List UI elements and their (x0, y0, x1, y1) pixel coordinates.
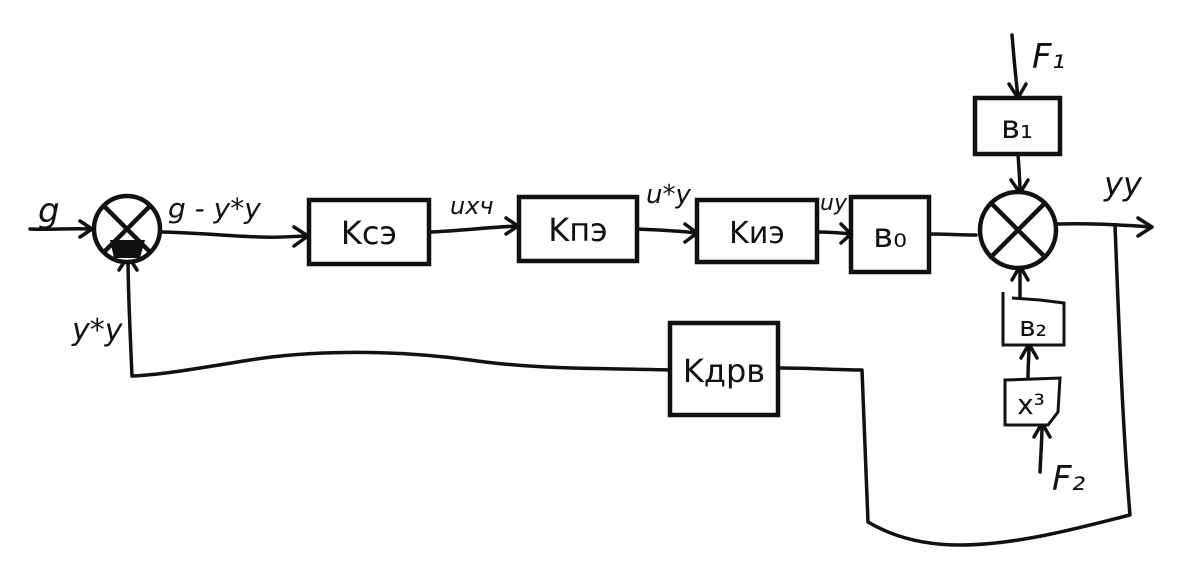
disturbance-f2-label: F₂ (1052, 459, 1086, 499)
signal-input-label: g (38, 191, 60, 231)
signal-uy-star-label: u*у (646, 180, 691, 210)
signal-output-label: yу (1103, 165, 1143, 203)
wire-ux (428, 224, 520, 234)
block-x-3-label: x³ (1017, 388, 1045, 421)
block-k-se: Kсэ (306, 197, 432, 267)
wire-b0-out (928, 232, 978, 237)
wire-x3-out (1026, 344, 1031, 380)
block-k-pe: Kпэ (516, 194, 640, 264)
signal-ux-label: uxч (450, 192, 494, 220)
block-b-1-label: в₁ (1001, 108, 1033, 146)
wire-b1-out (1016, 152, 1022, 195)
summing-junction-2 (977, 189, 1059, 271)
wire-input (28, 226, 94, 232)
wire-f1 (1010, 33, 1020, 100)
negative-sign-mark (110, 240, 145, 258)
block-b-0: в₀ (848, 194, 932, 275)
block-b-2: в₂ (1001, 292, 1066, 347)
disturbance-f1-label: F₁ (1032, 37, 1065, 77)
wire-uy (815, 230, 853, 236)
wire-f2 (1038, 423, 1044, 474)
block-k-pe-label: Kпэ (548, 211, 607, 249)
wire-feedback-return (778, 223, 1132, 547)
signal-feedback-label: y*у (71, 313, 124, 348)
block-k-drv: Kдрв (667, 320, 781, 418)
block-b-0-label: в₀ (873, 216, 907, 256)
block-b-1: в₁ (972, 95, 1063, 157)
block-k-ie: Kиэ (694, 197, 820, 265)
block-k-ie-label: Kиэ (729, 216, 785, 251)
wire-uy-star (635, 227, 699, 235)
block-x-3: x³ (1003, 376, 1062, 427)
summing-junction-1 (91, 193, 163, 265)
block-k-drv-label: Kдрв (683, 352, 765, 390)
wire-feedback-to-summer (126, 256, 672, 378)
block-k-se-label: Kсэ (341, 214, 397, 252)
block-b-2-label: в₂ (1019, 310, 1047, 343)
signal-error-label: g - y*у (168, 192, 261, 225)
signal-uy-label: uу (820, 191, 848, 216)
wire-error (160, 230, 310, 240)
wire-output (1056, 221, 1154, 229)
arrowhead-output (1136, 216, 1154, 238)
